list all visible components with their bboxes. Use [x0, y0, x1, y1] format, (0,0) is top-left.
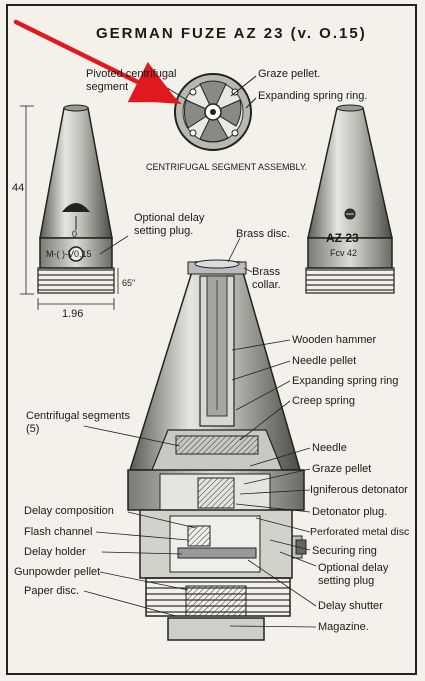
label-graze-pellet-top: Graze pellet.	[258, 68, 321, 80]
assembly-caption: CENTRIFUGAL SEGMENT ASSEMBLY.	[146, 162, 308, 172]
leader-lines	[83, 237, 317, 628]
label-detonator-plug: Detonator plug.	[312, 506, 388, 518]
label-gunpowder-pellet: Gunpowder pellet	[14, 566, 101, 578]
label-needle: Needle	[312, 442, 347, 454]
fuze-cutaway	[127, 259, 307, 641]
label-perforated-metal-disc: Perforated metal disc	[310, 526, 410, 538]
right-fuze-marking-sub: Fcv 42	[330, 248, 358, 258]
dimension-height: 44	[12, 182, 25, 194]
label-optional-delay-setting-plug: Optional delay setting plug	[318, 562, 389, 587]
right-fuze-marking-main: AZ 23	[326, 231, 359, 245]
zero-mark: 0	[72, 229, 78, 239]
red-annotation-arrow	[13, 19, 182, 104]
label-pivoted-centrifugal-segment: Pivoted centrifugal segment	[86, 68, 177, 93]
label-delay-holder: Delay holder	[24, 546, 86, 558]
right-fuze-external	[305, 104, 395, 294]
centrifugal-segment-assembly	[163, 73, 257, 151]
label-delay-composition: Delay composition	[24, 505, 114, 517]
label-igniferous-detonator: Igniferous detonator	[310, 484, 408, 496]
label-flash-channel: Flash channel	[24, 526, 93, 538]
label-optional-delay-setting-plug-top: Optional delay setting plug.	[134, 212, 205, 237]
label-expanding-spring-ring-top: Expanding spring ring.	[258, 90, 368, 102]
left-fuze-external	[20, 104, 129, 310]
page-title: GERMAN FUZE AZ 23 (v. O.15)	[96, 25, 367, 42]
label-wooden-hammer: Wooden hammer	[292, 334, 377, 346]
label-needle-pellet: Needle pellet	[292, 355, 357, 367]
setting-marking: M-( )-V0.15	[46, 249, 92, 259]
label-brass-disc: Brass disc.	[236, 228, 290, 240]
label-brass-collar: Brass collar.	[252, 266, 281, 291]
diagram-frame	[6, 4, 417, 675]
dimension-width: 1.96	[62, 308, 84, 320]
label-delay-shutter: Delay shutter	[318, 600, 383, 612]
label-securing-ring: Securing ring	[312, 545, 377, 557]
dimension-thread: 65"	[122, 278, 136, 288]
label-creep-spring: Creep spring	[292, 395, 355, 407]
label-centrifugal-segments: Centrifugal segments (5)	[26, 410, 130, 435]
label-paper-disc: Paper disc.	[24, 585, 80, 597]
label-expanding-spring-ring: Expanding spring ring	[292, 375, 399, 387]
label-graze-pellet: Graze pellet	[312, 463, 372, 475]
label-magazine: Magazine.	[318, 621, 369, 633]
